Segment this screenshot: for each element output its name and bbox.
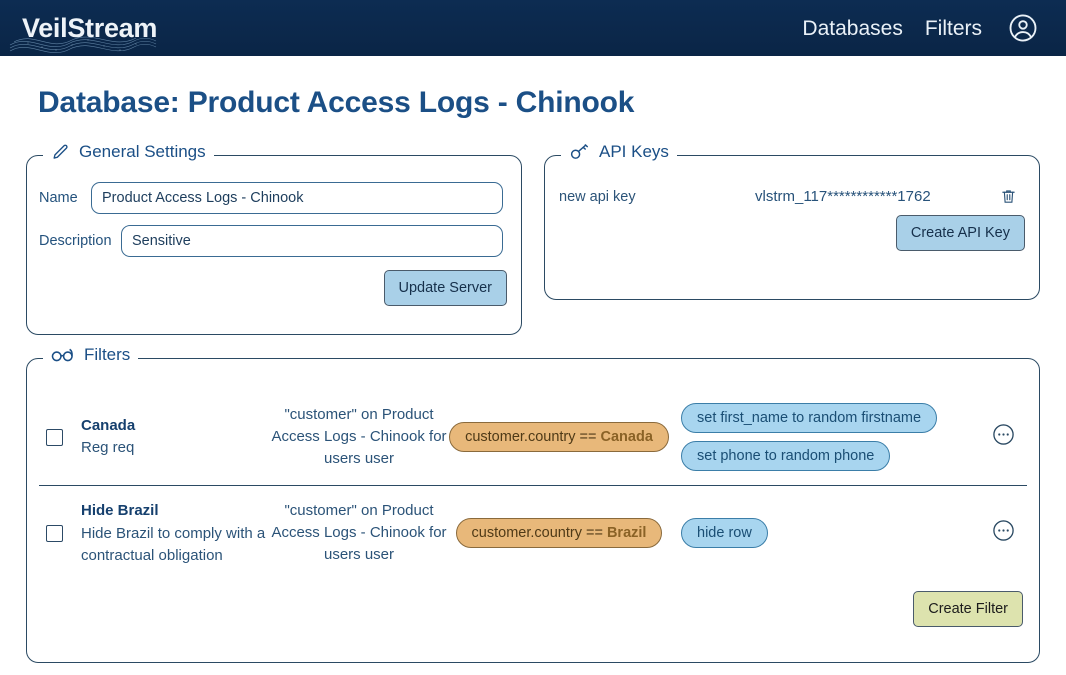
condition-value: Brazil: [606, 525, 647, 542]
filter-condition-cell: customer.country == Canada: [449, 422, 669, 452]
filter-name-cell: Hide Brazil Hide Brazil to comply with a…: [81, 500, 269, 566]
brand-name: VeilStream: [22, 12, 158, 43]
api-key-value: vlstrm_117************1762: [755, 188, 931, 205]
wave-graphic-icon: [8, 29, 158, 57]
general-settings-title: General Settings: [79, 142, 206, 161]
filter-description: Reg req: [81, 439, 135, 457]
filter-action-pill[interactable]: set first_name to random firstname: [681, 403, 938, 433]
more-options-icon[interactable]: [992, 519, 1015, 547]
general-settings-legend: General Settings: [43, 142, 214, 162]
filter-target: "customer" on Product Access Logs - Chin…: [271, 405, 447, 468]
create-filter-button[interactable]: Create Filter: [913, 590, 1023, 627]
filter-checkbox-cell: [27, 428, 81, 446]
description-label: Description: [39, 233, 112, 249]
filter-actions-cell: set first_name to random firstname set p…: [669, 403, 967, 471]
update-server-button[interactable]: Update Server: [383, 270, 507, 306]
filter-menu-cell: [967, 423, 1039, 451]
filter-select-checkbox[interactable]: [45, 524, 63, 542]
filter-target: "customer" on Product Access Logs - Chin…: [271, 502, 447, 564]
nav-links: Databases Filters: [802, 13, 1038, 43]
nav-link-databases[interactable]: Databases: [802, 16, 903, 40]
filter-row-divider: [39, 485, 1027, 487]
filter-action-pill[interactable]: set phone to random phone: [681, 441, 891, 471]
more-options-icon[interactable]: [992, 423, 1015, 451]
filter-checkbox-cell: [27, 524, 81, 542]
api-keys-panel: API Keys new api key vlstrm_117*********…: [544, 142, 1040, 300]
api-key-row: new api key vlstrm_117************1762: [545, 188, 1039, 205]
filter-action-pill[interactable]: hide row: [681, 518, 768, 549]
filter-select-checkbox[interactable]: [45, 428, 63, 446]
filter-menu-cell: [967, 519, 1039, 547]
filters-title: Filters: [84, 345, 131, 364]
name-label: Name: [39, 190, 78, 206]
page-title: Database: Product Access Logs - Chinook: [38, 86, 635, 119]
api-key-name: new api key: [559, 188, 636, 205]
name-input[interactable]: [91, 182, 503, 214]
condition-prefix: customer.country ==: [465, 429, 601, 445]
account-circle-icon[interactable]: [1008, 13, 1038, 43]
key-icon: [569, 143, 590, 162]
brand-logo[interactable]: VeilStream: [9, 12, 158, 53]
filter-description: Hide Brazil to comply with a contractual…: [81, 524, 266, 564]
pencil-icon: [51, 143, 70, 162]
filter-actions-cell: hide row: [669, 518, 967, 549]
filter-row[interactable]: Canada Reg req "customer" on Product Acc…: [27, 389, 1039, 485]
filter-name-cell: Canada Reg req: [81, 415, 269, 459]
filter-name: Canada: [81, 416, 136, 434]
condition-prefix: customer.country ==: [471, 525, 607, 542]
top-navigation-bar: VeilStream Databases Filters: [0, 0, 1066, 56]
trash-icon[interactable]: [991, 188, 1025, 205]
filter-condition-pill[interactable]: customer.country == Brazil: [455, 518, 663, 549]
filter-condition-pill[interactable]: customer.country == Canada: [449, 422, 669, 452]
create-api-key-button[interactable]: Create API Key: [895, 215, 1025, 251]
general-settings-panel: General Settings Name Description Update…: [26, 142, 522, 335]
filter-condition-cell: customer.country == Brazil: [449, 518, 669, 549]
filters-panel: Filters Canada Reg req "customer" on Pro…: [26, 345, 1040, 663]
name-field-row: Name: [39, 182, 507, 214]
api-keys-title: API Keys: [599, 142, 669, 161]
filter-row[interactable]: Hide Brazil Hide Brazil to comply with a…: [27, 486, 1039, 580]
glasses-icon: [51, 347, 75, 363]
nav-link-filters[interactable]: Filters: [924, 16, 982, 40]
condition-value: Canada: [600, 429, 653, 445]
api-keys-legend: API Keys: [561, 142, 677, 162]
filter-name: Hide Brazil: [81, 502, 159, 520]
description-input[interactable]: [121, 225, 503, 257]
description-field-row: Description: [39, 225, 507, 257]
filters-legend: Filters: [43, 345, 139, 365]
